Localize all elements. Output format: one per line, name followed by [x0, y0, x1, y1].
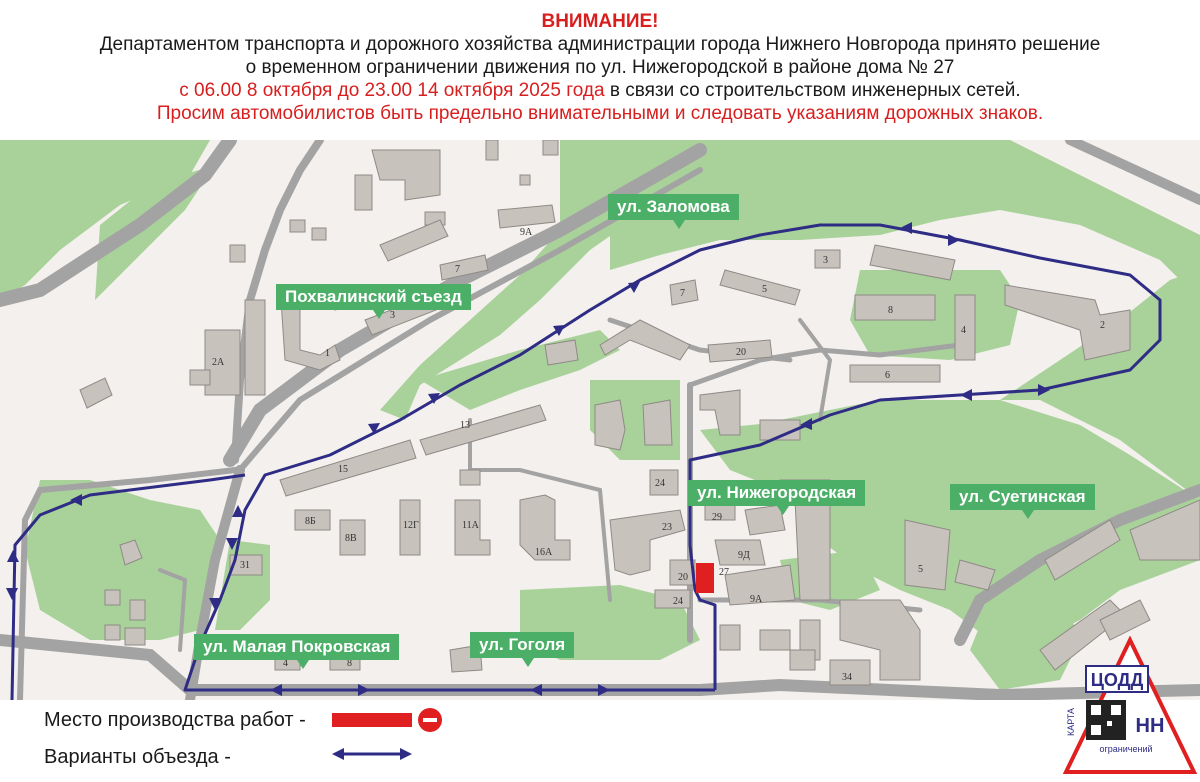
house-number: 6 [885, 370, 890, 381]
house-number: 16А [535, 547, 553, 558]
detour-map: 9А 7 3 1 2А 3 5 7 8 4 2 20 6 13 15 24 8Б… [0, 140, 1200, 700]
house-number: 5 [762, 284, 767, 295]
codd-logo: ЦОДД НН КАРТА ограничений [1062, 636, 1198, 774]
house-numbers: 9А 7 3 1 2А 3 5 7 8 4 2 20 6 13 15 24 8Б… [212, 227, 1105, 683]
announcement-line-2: о временном ограничении движения по ул. … [245, 57, 955, 78]
house-number: 4 [283, 658, 288, 669]
announcement-line-4: Просим автомобилистов быть предельно вни… [156, 103, 1044, 124]
house-number: 20 [678, 572, 688, 583]
house-number: 34 [842, 672, 852, 683]
label-zalomova: ул. Заломова [608, 194, 739, 229]
house-number: 13 [460, 420, 470, 431]
label-malaya-pokrovskaya: ул. Малая Покровская [194, 634, 400, 669]
house-number: 8Б [305, 516, 316, 527]
house-number: 11А [462, 520, 480, 531]
house-number: 8 [888, 305, 893, 316]
logo-karta: КАРТА [1066, 708, 1076, 736]
house-number: 3 [390, 310, 395, 321]
house-number: 2 [1100, 320, 1105, 331]
house-number: 31 [240, 560, 250, 571]
label-suetinskaya: ул. Суетинская [950, 484, 1095, 519]
house-number: 29 [712, 512, 722, 523]
label-nizhegorodskaya: ул. Нижегородская [688, 480, 866, 515]
logo-frame [1085, 665, 1149, 693]
detour-arrowheads [6, 222, 1050, 696]
restriction-reason: в связи со строительством инженерных сет… [604, 80, 1021, 101]
detour-routes [10, 223, 1162, 700]
legend-detour: Варианты объезда - [44, 746, 231, 768]
no-entry-icon [418, 708, 442, 732]
house-number: 7 [455, 264, 460, 275]
house-number: 7 [680, 288, 685, 299]
house-number: 12Г [403, 520, 419, 531]
house-number: 24 [673, 596, 683, 607]
house-number: 24 [655, 478, 665, 489]
house-number: 9Д [738, 550, 750, 561]
house-number: 3 [823, 255, 828, 266]
label-pokhvalinsky: Похвалинский съезд [276, 284, 471, 319]
house-number: 15 [338, 464, 348, 475]
house-number: 9А [520, 227, 533, 238]
house-number: 4 [961, 325, 966, 336]
work-zone-marker [696, 563, 714, 593]
announcement-header: ВНИМАНИЕ! Департаментом транспорта и дор… [0, 10, 1200, 125]
house-number: 9А [750, 594, 763, 605]
house-number: 23 [662, 522, 672, 533]
announcement-line-1: Департаментом транспорта и дорожного хоз… [99, 34, 1101, 55]
house-number: 8 [347, 658, 352, 669]
house-number: 8В [345, 533, 357, 544]
warning-title: ВНИМАНИЕ! [541, 11, 659, 32]
logo-org: ЦОДД [1091, 670, 1144, 690]
label-gogolya: ул. Гоголя [470, 632, 575, 667]
restriction-period: с 06.00 8 октября до 23.00 14 октября 20… [179, 80, 605, 101]
logo-sub: ограничений [1099, 744, 1152, 754]
house-number: 5 [918, 564, 923, 575]
house-number: 1 [325, 348, 330, 359]
legend-work-place: Место производства работ - [44, 709, 306, 731]
announcement-line-3: с 06.00 8 октября до 23.00 14 октября 20… [0, 79, 1200, 102]
legend-work-bar [332, 713, 412, 727]
buildings [79, 140, 1200, 686]
logo-city: НН [1136, 715, 1165, 737]
legend-detour-arrow [332, 748, 412, 760]
house-number: 2А [212, 357, 225, 368]
house-number: 27 [719, 567, 729, 578]
house-number: 20 [736, 347, 746, 358]
